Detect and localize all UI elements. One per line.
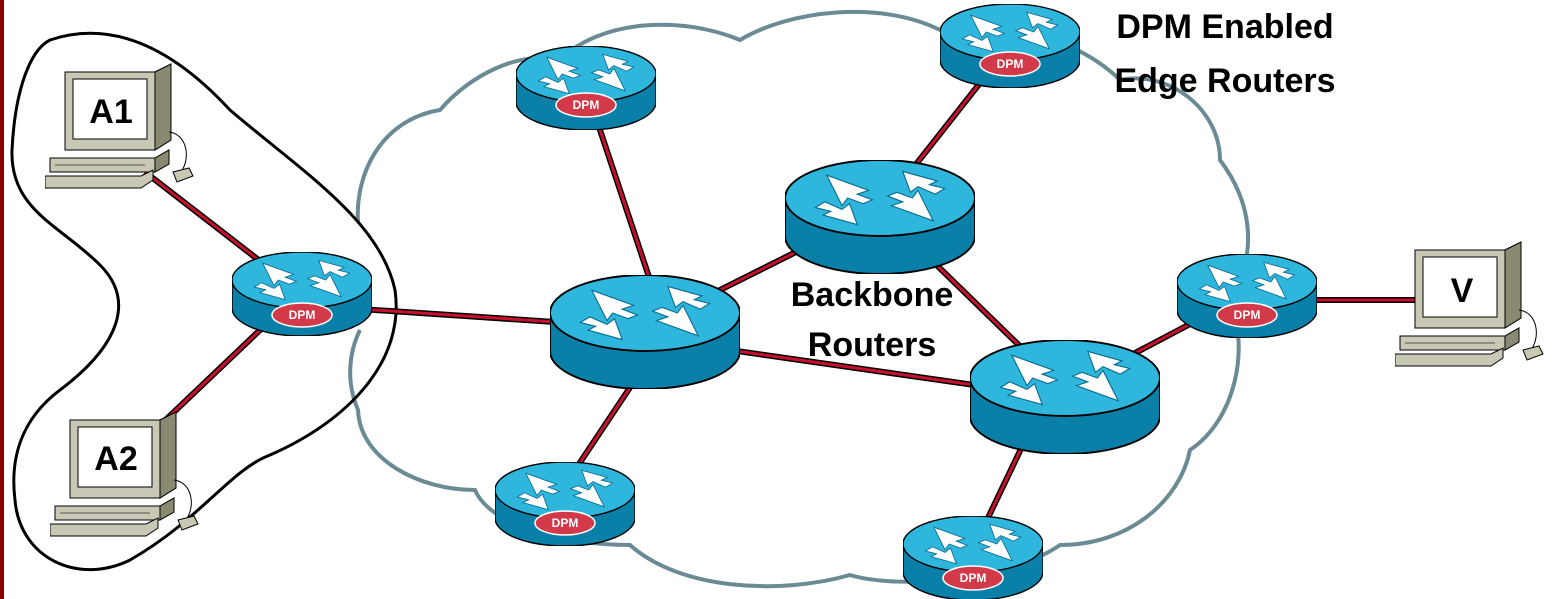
edge-router-top-right: DPM [940,4,1080,88]
dpm-badge-label: DPM [552,516,579,530]
edge-group-outline [10,31,398,572]
computer-a1: A1 [45,63,194,189]
dpm-badge-label: DPM [289,308,316,322]
left-border [0,0,4,599]
dpm-badge [271,302,333,328]
computer-a1-label: A1 [89,93,132,131]
edge-router-left: DPM [232,252,372,336]
computer-v-label: V [1451,272,1474,310]
router-icon-backbone-central [550,275,740,389]
edge-router-top-left: DPM [516,46,656,130]
dpm-badge [942,565,1004,591]
dpm-badge-label: DPM [960,571,987,585]
dpm-enabled-label-line2: Edge Routers [1114,62,1335,100]
dpm-enabled-label-line1: DPM Enabled [1116,8,1333,46]
dpm-badge-label: DPM [997,57,1024,71]
computer-v: V [1395,241,1544,367]
router-icon-backbone-right [970,340,1160,454]
computer-a2: A2 [50,411,199,537]
router-icon-backbone-top [785,160,975,274]
edge-router-bottom-left: DPM [495,462,635,546]
dpm-badge [1216,302,1278,328]
edge-router-bottom: DPM [903,516,1043,599]
dpm-badge-label: DPM [573,98,600,112]
edge-router-right: DPM [1177,254,1317,338]
dpm-badge [534,510,596,536]
dpm-badge-label: DPM [1234,308,1261,322]
dpm-badge [979,51,1041,77]
backbone-label-line2: Routers [808,326,936,364]
backbone-label-line1: Backbone [791,276,954,314]
computer-a2-label: A2 [94,440,137,478]
dpm-badge [555,92,617,118]
